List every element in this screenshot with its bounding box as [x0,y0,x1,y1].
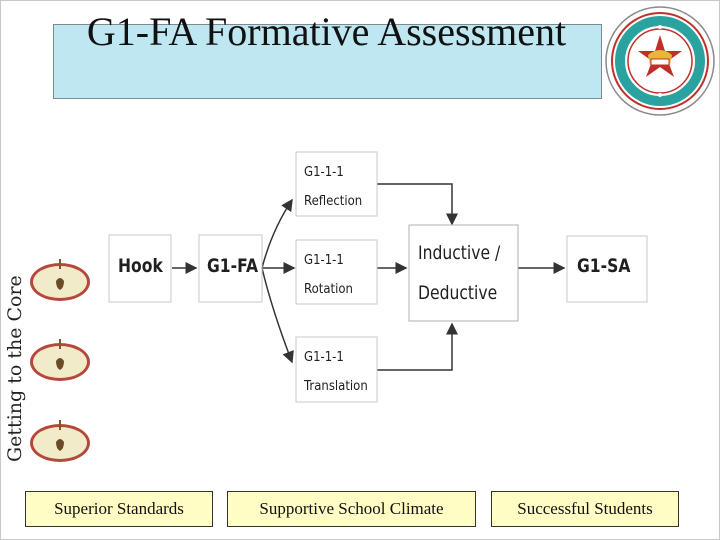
arrow-fa-to-translation [262,268,292,362]
lesson-code: G1-1-1 [304,253,344,268]
footer-superior-standards: Superior Standards [25,491,213,527]
deductive-label: Deductive [418,282,497,304]
summative-assessment-label: G1-SA [577,255,630,277]
formative-assessment-label: G1-FA [207,255,258,277]
hook-label: Hook [118,255,163,277]
lesson-name: Translation [304,379,368,394]
footer-successful-students: Successful Students [491,491,679,527]
apple-half-icon [29,257,91,303]
arrow-fa-to-reflection [262,200,292,268]
hook-box: Hook [110,236,170,301]
lesson-box-translation: G1-1-1 Translation [297,338,376,401]
lesson-box-rotation: G1-1-1 Rotation [297,241,376,303]
lesson-name: Rotation [304,282,353,297]
lesson-code: G1-1-1 [304,350,344,365]
arrow-translation-to-inductive [377,324,452,370]
footer-supportive-school-climate: Supportive School Climate [227,491,476,527]
apple-half-icon [29,337,91,383]
arrow-reflection-to-inductive [377,184,452,224]
inductive-label: Inductive / [418,242,500,264]
summative-assessment-box: G1-SA [568,237,646,301]
lesson-name: Reflection [304,194,362,209]
formative-assessment-box: G1-FA [200,236,261,301]
apple-half-icon [29,418,91,464]
inductive-deductive-box: Inductive / Deductive [410,226,517,320]
lesson-code: G1-1-1 [304,165,344,180]
lesson-box-reflection: G1-1-1 Reflection [297,153,376,215]
